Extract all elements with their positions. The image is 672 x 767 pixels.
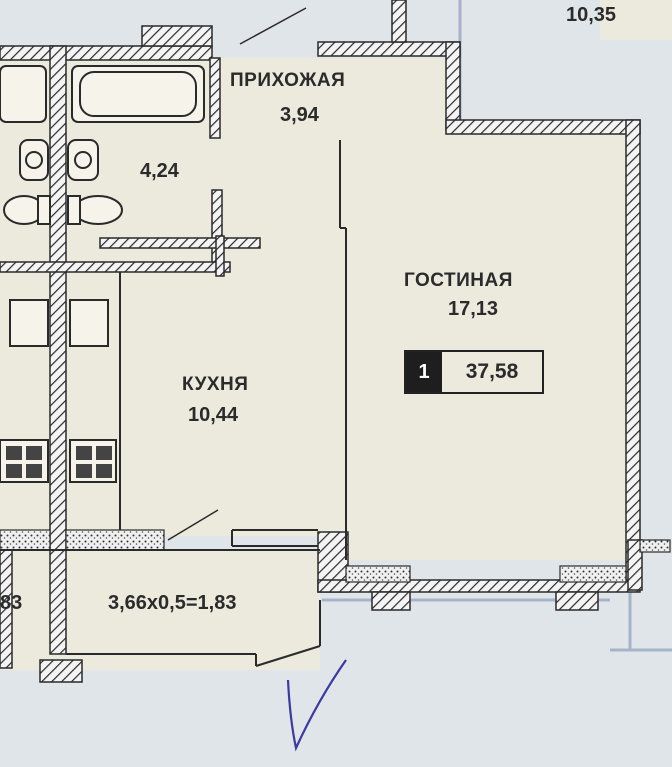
thin-walls: [0, 140, 347, 667]
balcony-formula: 3,66х0,5=1,83: [108, 592, 237, 614]
floor: [0, 0, 672, 670]
bathtub: [0, 65, 205, 123]
neighbor-top-area: 10,35: [566, 4, 617, 26]
walls: [0, 0, 643, 683]
rooms-count: 1: [406, 352, 442, 392]
stove-burners: [6, 446, 112, 478]
apartment-summary-badge: 1 37,58: [404, 350, 544, 394]
neighbor-balcony-area: 83: [0, 592, 23, 614]
pen-mark: [286, 659, 347, 752]
hallway-area: 3,94: [280, 104, 319, 126]
hallway-name: ПРИХОЖАЯ: [230, 70, 346, 91]
bathroom-fixtures: [3, 139, 123, 225]
bathroom-area: 4,24: [140, 160, 179, 182]
door-swings: [167, 7, 307, 541]
living-room-name: ГОСТИНАЯ: [404, 270, 513, 291]
kitchen-area: 10,44: [188, 404, 239, 426]
total-area: 37,58: [465, 360, 519, 383]
masonry: [0, 529, 671, 583]
living-room-area: 17,13: [448, 298, 499, 320]
kitchen-name: КУХНЯ: [182, 374, 249, 395]
